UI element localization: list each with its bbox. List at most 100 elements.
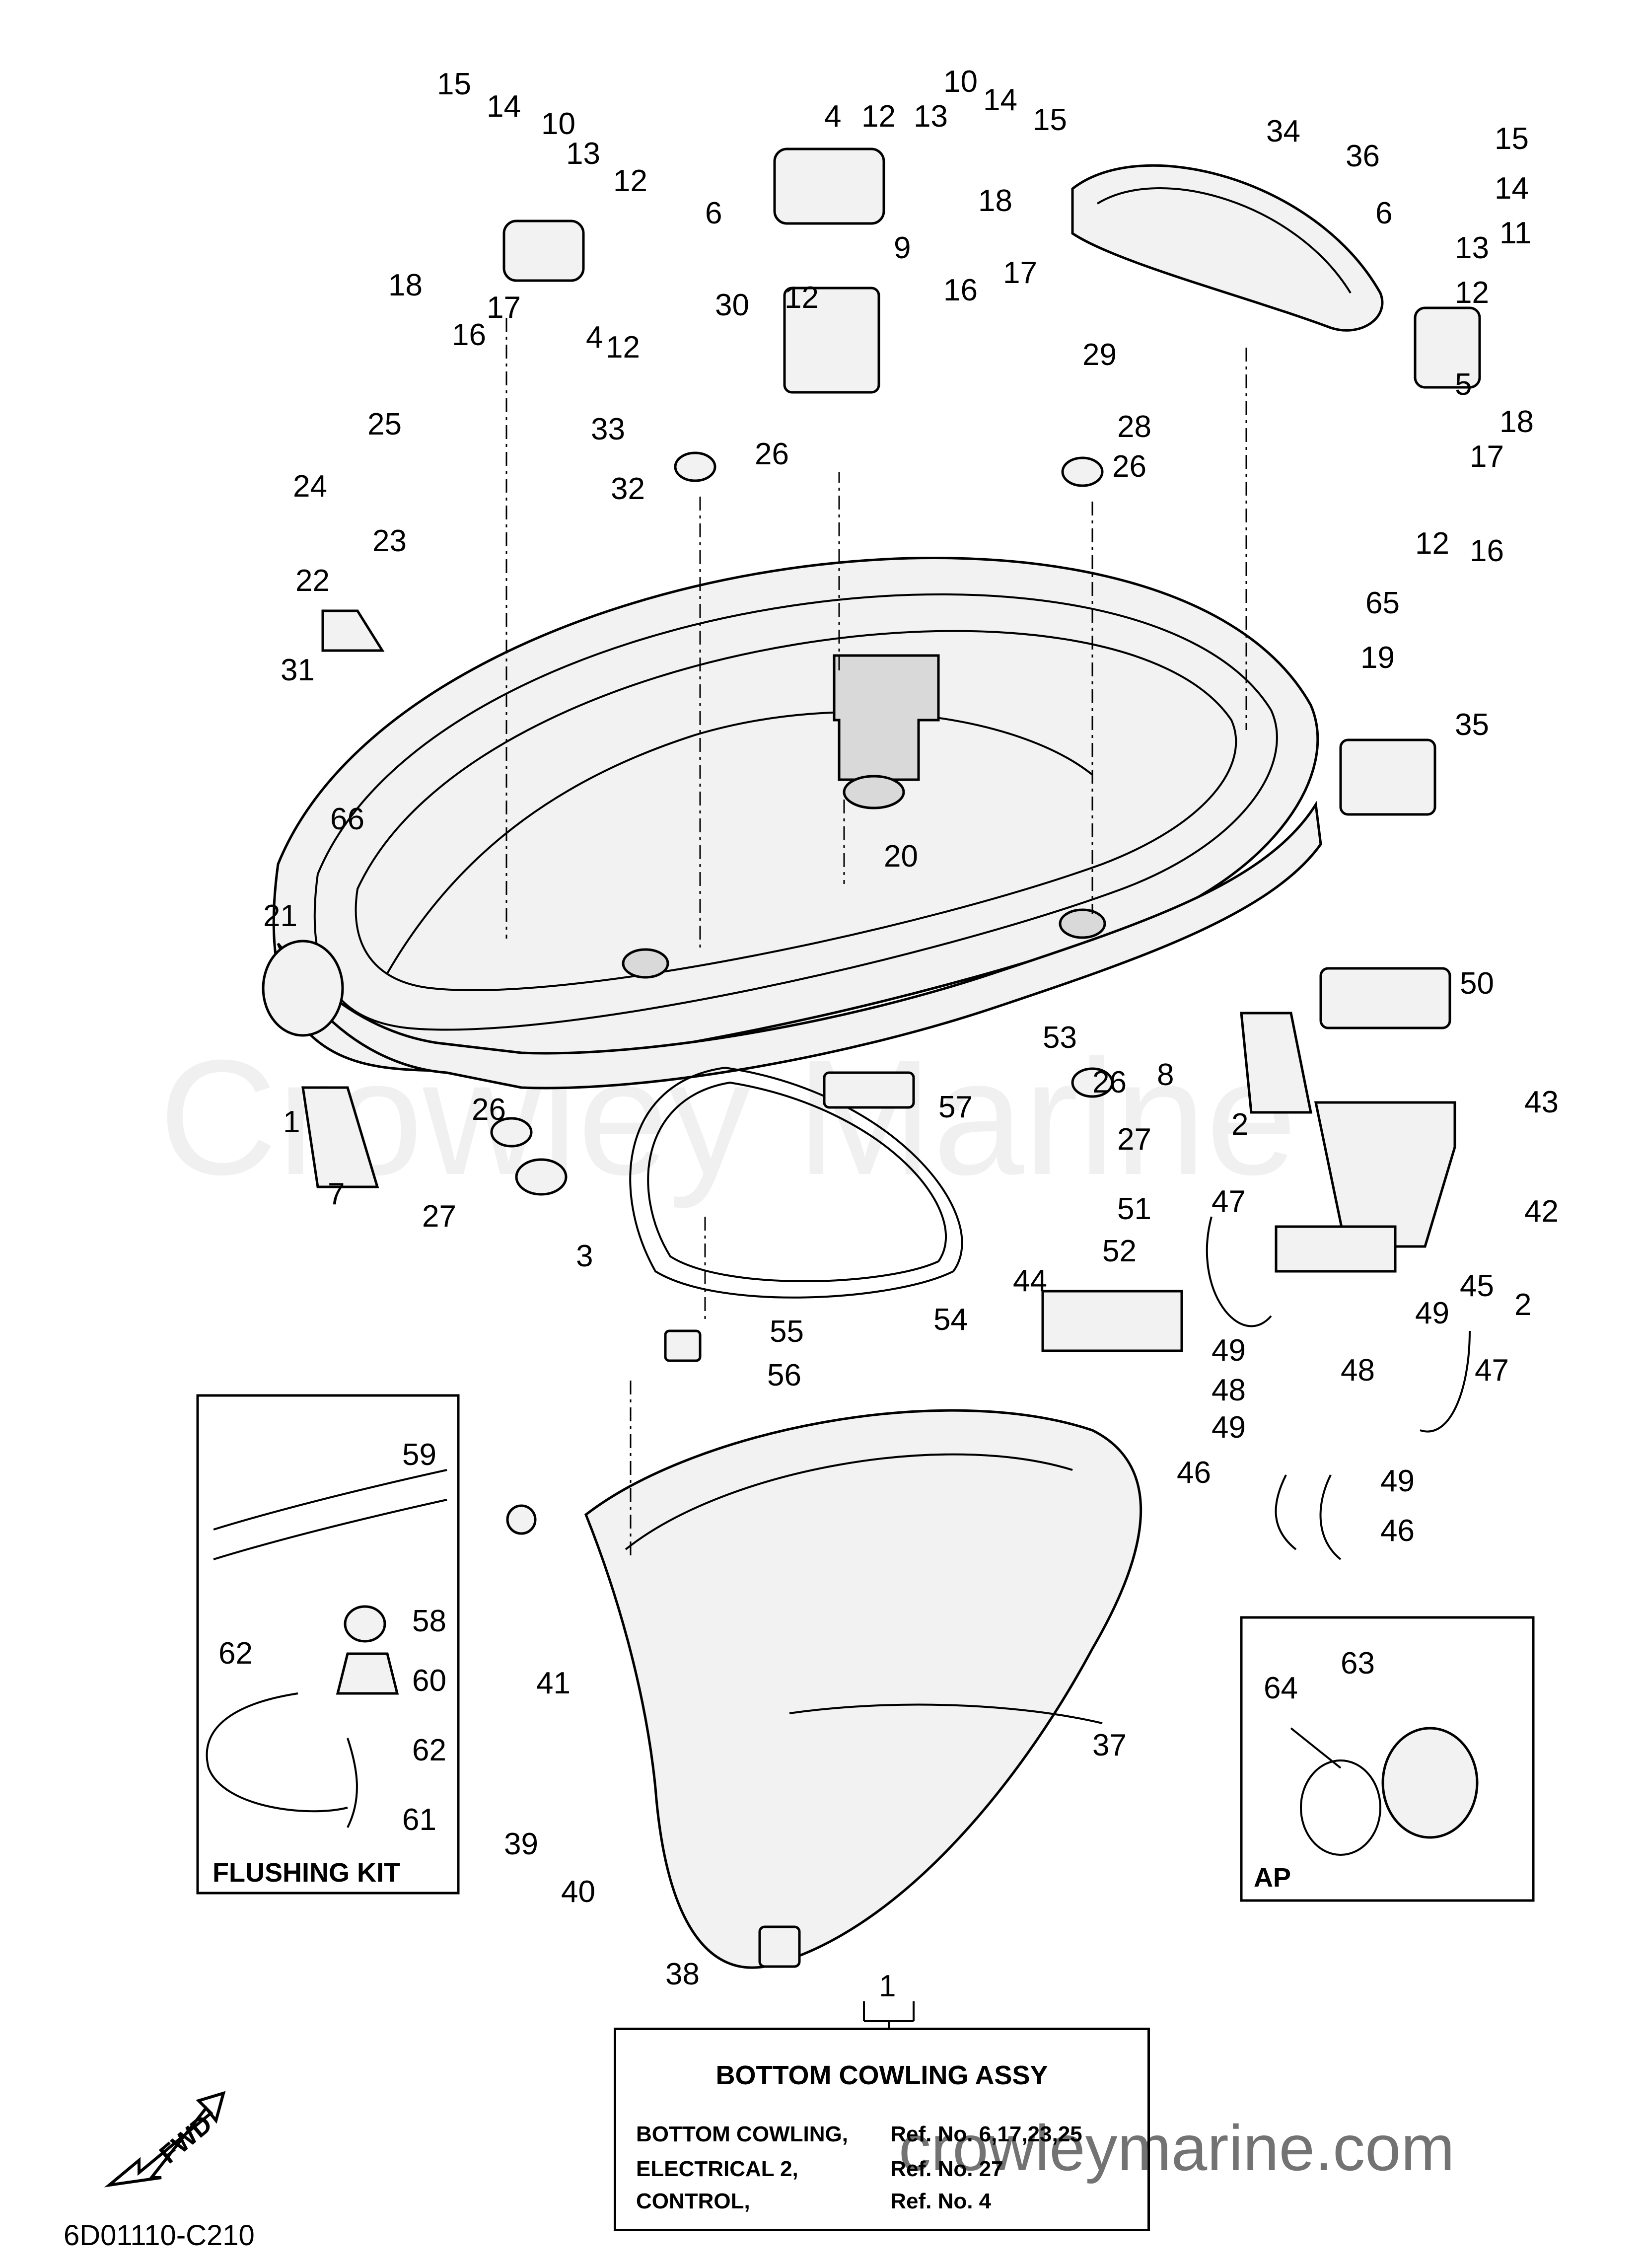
ref-value: Ref. No. 6,17,23,25 [890,2122,1082,2146]
part-callout-label: 43 [1524,1085,1559,1119]
part-callout-label: 9 [894,231,911,265]
ref-row: CONTROL, Ref. No. 4 [636,2189,991,2214]
ref-row: ELECTRICAL 2, Ref. No. 27 [636,2157,1003,2182]
part-callout-label: 24 [293,469,327,504]
ref-name: ELECTRICAL 2, [636,2157,798,2181]
part-callout-label: 28 [1117,410,1151,444]
part-callout-label: 37 [1092,1728,1127,1762]
ap-inset [1240,1616,1535,1902]
flushing-kit-callout-label: 61 [402,1803,436,1837]
flushing-kit-inset [196,1394,460,1895]
part-callout-label: 22 [295,564,330,598]
part-callout-label: 41 [536,1666,571,1700]
part-callout-label: 23 [372,524,407,558]
part-callout-label: 45 [1460,1269,1494,1303]
cowling-seal [629,1066,963,1299]
part-callout-label: 65 [1365,586,1400,620]
part-callout-label: 6 [705,196,722,230]
part-callout-label: 26 [755,437,789,471]
part-callout-label: 40 [561,1875,595,1909]
part-callout-label: 52 [1102,1234,1137,1268]
site-watermark: crowleymarine.com [899,2112,1455,2184]
ref-value: Ref. No. 4 [890,2189,992,2213]
part-callout-label: 66 [330,802,364,836]
part-callout-label: 30 [715,288,749,322]
part-callout-label: 46 [1380,1514,1415,1548]
part-callout-label: 18 [388,268,423,302]
assembly-reference-table: BOTTOM COWLING ASSY BOTTOM COWLING, Ref.… [614,2028,1150,2231]
part-callout-label: 13 [914,99,948,134]
flushing-kit-callout-label: 62 [218,1636,253,1671]
part-callout-label: 12 [1455,276,1489,310]
flushing-kit-callout-label: 58 [412,1604,446,1638]
part-callout-label: 48 [1212,1373,1246,1407]
ref-name: BOTTOM COWLING, [636,2122,848,2146]
part-callout-label: 12 [613,164,647,198]
ap-caption: AP [1254,1863,1291,1893]
part-callout-label: 49 [1380,1464,1415,1498]
part-callout-label: 50 [1460,966,1494,1001]
part-callout-label: 14 [1495,171,1529,206]
small-parts [262,147,1481,1968]
part-callout-label: 47 [1475,1353,1509,1388]
part-callout-label: 15 [1033,103,1067,137]
part-callout-label: 48 [1341,1353,1375,1388]
part-callout-label: 54 [933,1303,968,1337]
part-callout-label: 26 [1092,1065,1127,1099]
part-callout-label: 57 [938,1090,973,1124]
part-callout-label: 17 [1470,439,1504,474]
forward-arrow-icon: FWD [104,2091,226,2188]
part-callout-label: 12 [606,330,640,365]
ref-name: CONTROL, [636,2189,750,2213]
part-callout-label: 49 [1212,1410,1246,1445]
part-callout-label: 7 [328,1177,345,1211]
part-callout-label: 1 [283,1105,300,1139]
drawing-code: 6D01110-C210 [64,2219,255,2252]
part-callout-label: 21 [263,899,297,933]
flushing-kit-callout-label: 62 [412,1733,446,1767]
part-callout-label: 38 [665,1957,700,1991]
part-callout-label: 13 [1455,231,1489,265]
part-callout-label: 2 [1231,1107,1248,1142]
part-callout-label: 33 [591,412,625,446]
flushing-kit-callout-label: 60 [412,1664,446,1698]
part-callout-label: 26 [472,1093,506,1127]
part-callout-label: 42 [1524,1194,1559,1229]
part-callout-label: 16 [1470,534,1504,568]
part-callout-label: 15 [437,67,471,101]
part-callout-label: 14 [487,89,521,124]
part-callout-label: 16 [452,318,486,352]
part-callout-label: 39 [504,1827,538,1861]
part-callout-label: 14 [983,83,1017,117]
part-callout-label: 27 [1117,1122,1151,1157]
part-callout-label: 15 [1495,122,1529,156]
part-callout-label: 12 [861,99,896,134]
part-callout-label: 49 [1212,1333,1246,1368]
part-callout-label: 12 [1415,526,1449,561]
ref-value: Ref. No. 27 [890,2157,1003,2181]
part-callout-label: 4 [824,99,841,134]
part-callout-label: 56 [767,1358,801,1392]
part-callout-label: 12 [785,281,819,315]
exhaust-cover-plate [1071,164,1384,332]
part-callout-label: 17 [487,291,521,325]
part-callout-label: 53 [1043,1021,1077,1055]
part-callout-label: 55 [770,1315,804,1349]
ap-callout-label: 63 [1341,1646,1375,1681]
part-callout-label: 11 [1499,216,1531,250]
part-callout-label: 8 [1157,1058,1174,1092]
part-callout-label: 31 [281,653,315,687]
bottom-cowling-body [272,557,1322,1090]
part-callout-label: 25 [367,407,402,441]
lower-apron [584,1409,1142,1969]
part-callout-label: 32 [611,472,645,506]
part-callout-label: 44 [1013,1264,1047,1298]
part-callout-label: 10 [943,65,978,99]
part-callout-label: 2 [1514,1288,1531,1322]
flushing-kit-callout-label: 59 [402,1438,436,1472]
guide-lines [505,318,1247,1559]
ref-row: BOTTOM COWLING, Ref. No. 6,17,23,25 [636,2122,1082,2147]
part-callout-label: 27 [422,1199,456,1234]
part-callout-label: 18 [978,184,1012,218]
